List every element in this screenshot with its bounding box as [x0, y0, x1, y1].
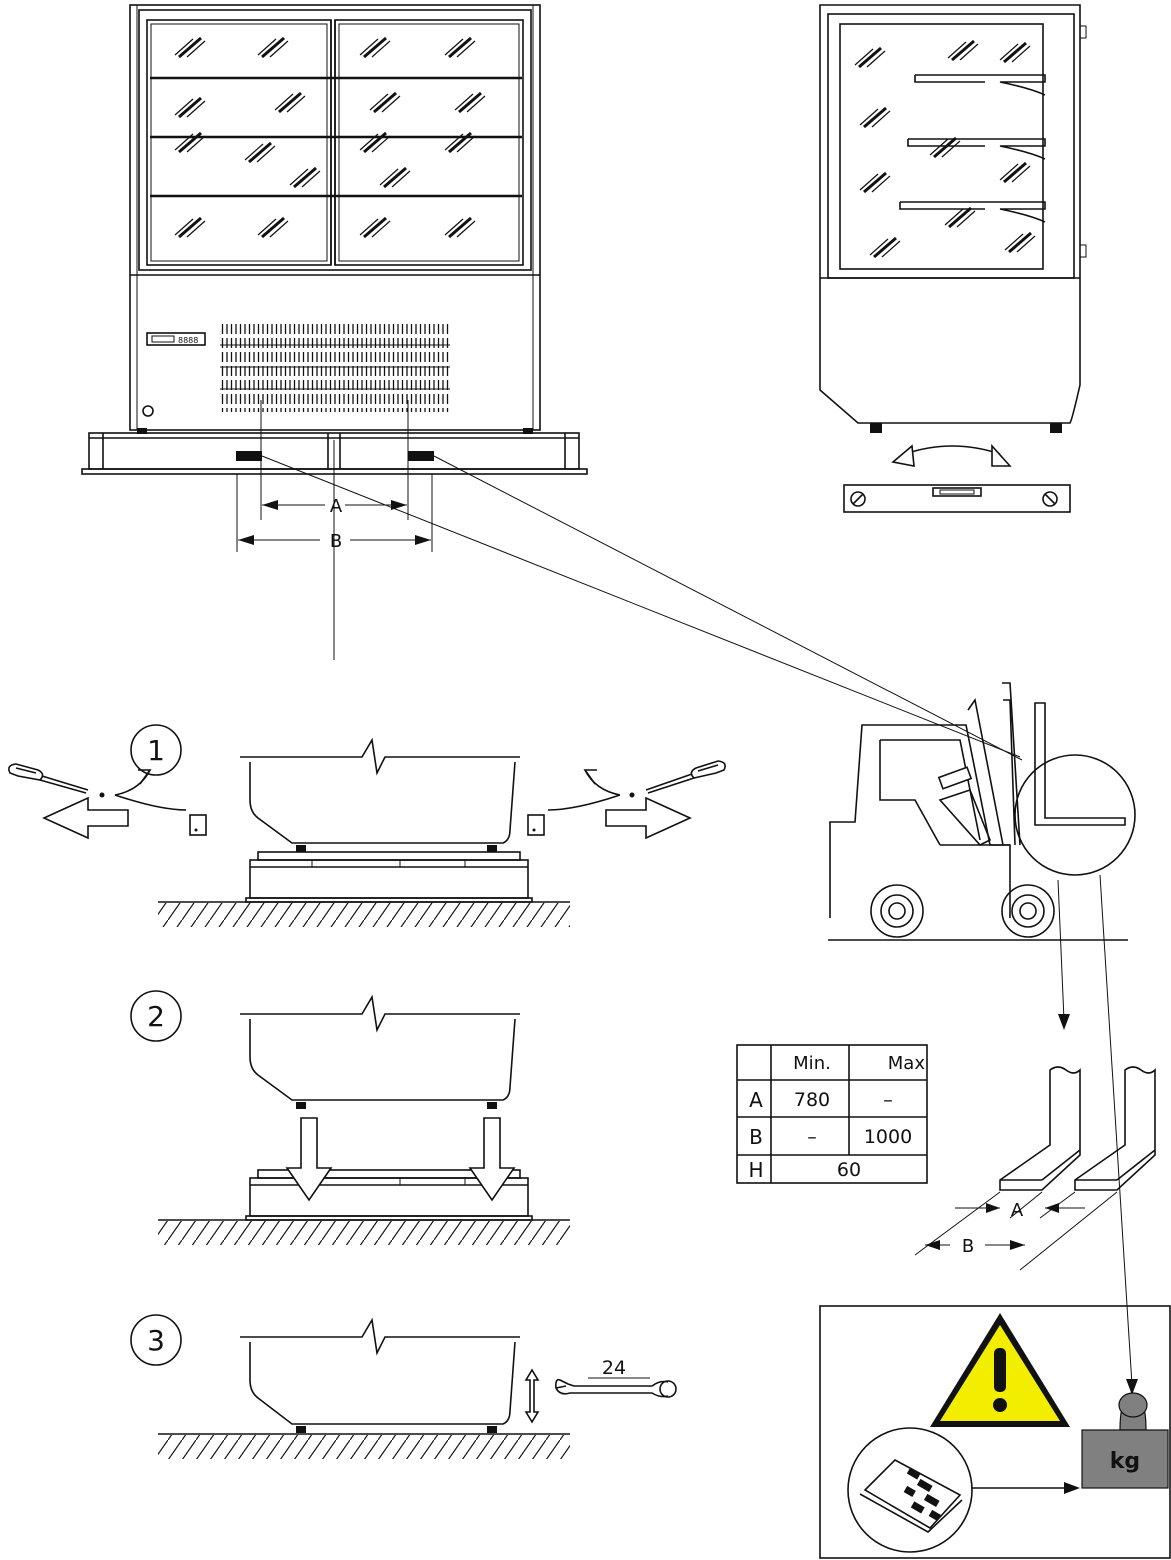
fork-dimension-a-label: A — [1011, 1200, 1024, 1221]
dimension-b-label: B — [330, 531, 342, 552]
dimension-a-label: A — [330, 496, 343, 517]
step-3-number: 3 — [147, 1324, 165, 1357]
table-row-a-max: – — [883, 1089, 893, 1111]
wrench-icon: 24 — [555, 1357, 677, 1398]
weight-unit-label: kg — [1110, 1449, 1140, 1474]
warning-box — [819, 1305, 1171, 1559]
forklift-icon — [828, 682, 1136, 941]
table-row-b-min: – — [807, 1126, 817, 1148]
step-1-remove-brackets: 1 — [42, 724, 692, 927]
spirit-level-icon — [843, 484, 1071, 513]
forklift-forks: A B — [914, 1066, 1156, 1271]
step-2-number: 2 — [147, 1000, 165, 1033]
table-header-max: Max — [888, 1053, 926, 1074]
front-view-display-case: 8888 — [129, 4, 541, 434]
table-header-min: Min. — [793, 1053, 831, 1074]
step-2-lower-onto-floor: 2 — [130, 990, 570, 1245]
table-row-h-label: H — [748, 1158, 763, 1182]
screwdriver-icon — [629, 760, 726, 798]
side-view-display-case — [819, 4, 1087, 467]
table-row-b-label: B — [749, 1125, 763, 1149]
table-row-b-max: 1000 — [864, 1126, 912, 1148]
manual-icon — [847, 1427, 1080, 1553]
leader-lines — [261, 455, 1138, 1395]
weight-icon: kg — [1081, 1392, 1169, 1489]
table-row-a-min: 780 — [794, 1089, 830, 1111]
table-row-h-value: 60 — [837, 1159, 861, 1181]
svg-text:8888: 8888 — [178, 336, 198, 345]
step-1-number: 1 — [147, 734, 165, 767]
warning-triangle-icon — [930, 1313, 1070, 1427]
pallet-dimensions: A B — [236, 400, 433, 660]
wrench-size-label: 24 — [602, 1357, 626, 1379]
fork-dimension-b-label: B — [962, 1236, 974, 1257]
screwdriver-icon — [8, 763, 105, 798]
table-row-a-label: A — [749, 1088, 763, 1112]
step-3-adjust-feet: 3 — [130, 1314, 570, 1459]
fork-dimension-table: Min. Max A 780 – B – 1000 H 60 — [736, 1044, 928, 1184]
